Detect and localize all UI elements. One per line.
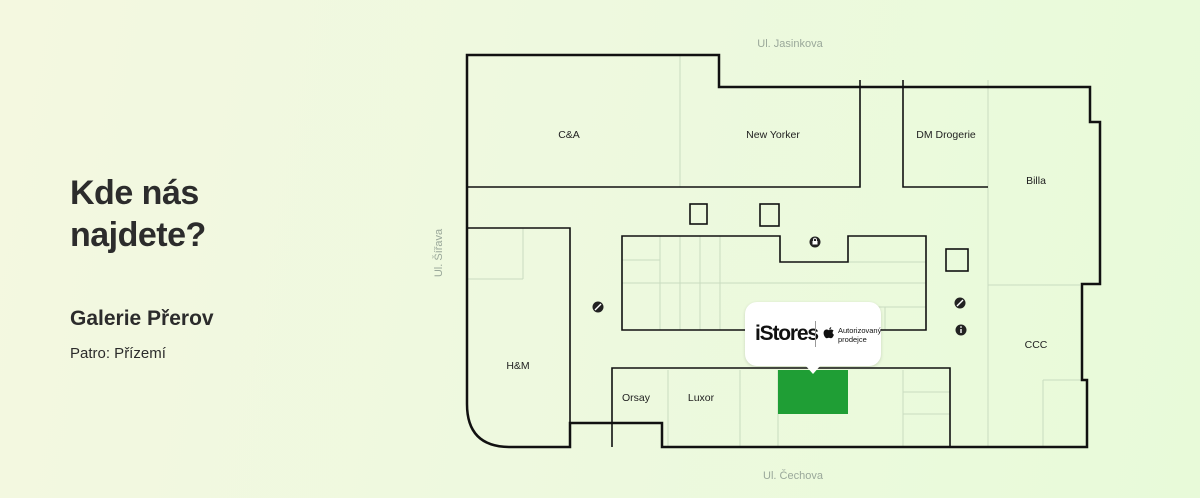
store-luxor: Luxor (688, 392, 715, 404)
store-hm: H&M (506, 360, 529, 372)
floor-label: Patro: Přízemí (70, 345, 166, 362)
badge-divider (815, 321, 816, 347)
location-name: Galerie Přerov (70, 307, 214, 330)
store-orsay: Orsay (622, 392, 651, 404)
store-ccc: CCC (1025, 339, 1048, 351)
inner-walls (467, 80, 988, 447)
istores-location[interactable] (778, 370, 848, 414)
info-icon (955, 324, 967, 336)
store-new-yorker: New Yorker (746, 129, 800, 141)
title-line-2: najdete? (70, 216, 206, 254)
store-dm: DM Drogerie (916, 129, 976, 141)
store-billa: Billa (1026, 175, 1046, 187)
map-grid-lines (468, 55, 1087, 447)
lock-icon (809, 236, 821, 248)
street-left: Ul. Šířava (432, 228, 445, 277)
authorized-reseller-label: Autorizovaný prodejce (838, 326, 882, 344)
page-title: Kde nás najdete? (70, 172, 206, 256)
street-bottom: Ul. Čechova (763, 469, 824, 482)
escalator-icon (954, 297, 966, 309)
apple-icon (823, 327, 834, 339)
istores-badge[interactable]: iStores Autorizovaný prodejce (745, 302, 882, 374)
street-top: Ul. Jasinkova (757, 38, 823, 50)
istores-logo: iStores (755, 322, 819, 345)
store-ca: C&A (558, 129, 580, 141)
escalator-icon (592, 301, 604, 313)
heading: Kde nás najdete? (70, 172, 206, 256)
title-line-1: Kde nás (70, 174, 199, 212)
